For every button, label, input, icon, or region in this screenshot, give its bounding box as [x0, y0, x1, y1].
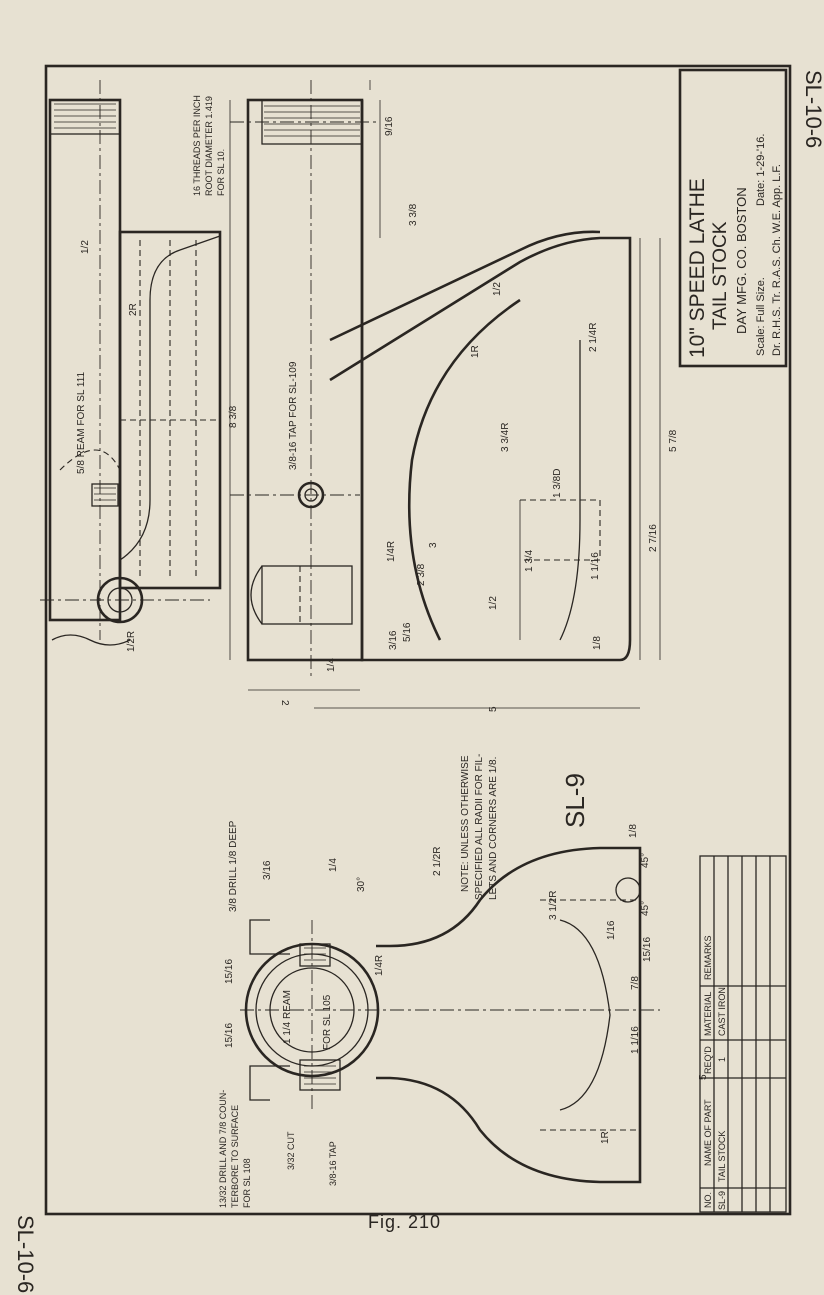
dim-8-3-8: 8 3/8 — [228, 405, 239, 428]
dim-2-1-4r: 2 1/4R — [588, 323, 599, 352]
dimension-lines — [229, 80, 661, 709]
dim-1-4: 1/4 — [326, 658, 337, 672]
svg-text:LETS AND CORNERS ARE 1/8.: LETS AND CORNERS ARE 1/8. — [488, 757, 499, 900]
dim-1-1-16: 1 1/16 — [590, 552, 601, 580]
svg-text:FOR SL 10.: FOR SL 10. — [216, 149, 226, 196]
svg-text:SPECIFIED ALL RADII FOR FIL-: SPECIFIED ALL RADII FOR FIL- — [474, 754, 485, 900]
dim-1-4-top: 1/4 — [328, 858, 339, 872]
table-header-material: MATERIAL — [703, 992, 713, 1036]
dim-15-16a: 15/16 — [224, 959, 235, 984]
dim-3-3-4r: 3 3/4R — [500, 423, 511, 452]
table-header-name: NAME OF PART — [703, 1099, 713, 1166]
dim-1-3-8d: 1 3/8D — [552, 469, 563, 498]
svg-text:ROOT DIAMETER 1.419: ROOT DIAMETER 1.419 — [204, 96, 214, 196]
side-label-top: SL-10-6 — [801, 70, 824, 148]
dim-3: 3 — [428, 542, 439, 548]
drill-counterbore-note: 13/32 DRILL AND 7/8 COUN- TERBORE TO SUR… — [218, 1090, 252, 1208]
dim-1-4r-bottom: 1/4R — [374, 955, 385, 976]
top-view — [40, 80, 222, 646]
dim-2-1-2r: 2 1/2R — [432, 847, 443, 876]
tap-note-top: 3/8-16 TAP FOR SL-109 — [288, 361, 299, 470]
title-line1: 10" SPEED LATHE — [686, 178, 709, 358]
dim-45b: 45° — [640, 901, 651, 916]
table-cell-no: SL-9 — [717, 1191, 727, 1210]
general-note: NOTE: UNLESS OTHERWISE SPECIFIED ALL RAD… — [460, 754, 499, 900]
dim-30: 30° — [356, 877, 367, 892]
dim-5-7-8: 5 7/8 — [668, 429, 679, 452]
svg-text:FOR SL 108: FOR SL 108 — [242, 1158, 252, 1208]
table-cell-material: CAST IRON — [717, 987, 727, 1036]
table-header-reqd: REQ'D — [703, 1046, 713, 1074]
dim-2-7-16: 2 7/16 — [648, 524, 659, 552]
dim-1-16: 1/16 — [606, 920, 617, 940]
dim-2: 2 — [279, 700, 290, 706]
dim-5: 5 — [488, 706, 499, 712]
table-cell-reqd: 1 — [717, 1057, 727, 1062]
svg-text:16 THREADS PER INCH: 16 THREADS PER INCH — [192, 95, 202, 196]
dim-9-16: 9/16 — [384, 116, 395, 136]
threads-note: 16 THREADS PER INCH ROOT DIAMETER 1.419 … — [192, 95, 226, 196]
tap-note-bottom: 3/8-16 TAP — [328, 1141, 338, 1186]
dim-1r: 1R — [470, 345, 481, 358]
dimension-texts: 1/2 2R 8 3/8 3 3/8 9/16 1/2 1R 2 1/4R 3 … — [80, 116, 709, 1144]
figure-caption: Fig. 210 — [368, 1212, 442, 1232]
company-name: DAY MFG. CO. BOSTON — [734, 187, 749, 334]
svg-text:TERBORE TO SURFACE: TERBORE TO SURFACE — [230, 1105, 240, 1208]
title-line2: TAIL STOCK — [710, 221, 731, 330]
ream-note-top: 5/8 REAM FOR SL 111 — [76, 371, 87, 474]
dim-1-2-mid: 1/2 — [488, 596, 499, 610]
cut-note: 3/32 CUT — [286, 1131, 296, 1170]
end-view — [240, 846, 660, 1184]
dim-1-8-small: 1/8 — [628, 824, 639, 838]
svg-text:NOTE: UNLESS OTHERWISE: NOTE: UNLESS OTHERWISE — [460, 755, 471, 892]
side-view — [230, 80, 632, 680]
drawing-border — [44, 64, 792, 1216]
dim-3-3-8: 3 3/8 — [408, 203, 419, 226]
table-header-no: NO. — [703, 1192, 713, 1208]
dim-1r-bottom: 1R — [600, 1131, 611, 1144]
svg-text:13/32 DRILL AND 7/8 COUN-: 13/32 DRILL AND 7/8 COUN- — [218, 1090, 228, 1208]
dim-7-8: 7/8 — [630, 976, 641, 990]
dim-2r-small: 2R — [128, 303, 139, 316]
dim-1-1-16b: 1 1/16 — [630, 1026, 641, 1054]
ream-bore-note: 1 1/4 REAM — [282, 990, 293, 1044]
dim-1-2r: 1/2R — [126, 631, 137, 652]
dim-3-16: 3/16 — [388, 630, 399, 650]
table-cell-name: TAIL STOCK — [717, 1131, 727, 1182]
title-block: 10" SPEED LATHE TAIL STOCK DAY MFG. CO. … — [678, 68, 788, 368]
dim-15-16b: 15/16 — [224, 1023, 235, 1048]
drill-deep-note: 3/8 DRILL 1/8 DEEP — [228, 820, 239, 912]
side-label-bottom: SL-10-6 — [13, 1215, 38, 1293]
dim-half-top: 1/2 — [80, 240, 91, 254]
dim-5-16: 5/16 — [402, 622, 413, 642]
dim-15-16c: 15/16 — [642, 937, 653, 962]
dim-1-2-top: 1/2 — [492, 282, 503, 296]
scale-note: Scale: Full Size. — [755, 277, 767, 356]
dim-2-3-8: 2 3/8 — [416, 563, 427, 586]
signatures: Dr. R.H.S. Tr. R.A.S. Ch. W.E. App. L.F. — [771, 164, 783, 356]
table-header-remarks: REMARKS — [703, 935, 713, 980]
ream-for-note: FOR SL 105 — [322, 994, 333, 1050]
dim-3-1-2r: 3 1/2R — [548, 891, 559, 920]
dim-5-bottom: 5 — [698, 1074, 709, 1080]
date-note: Date: 1-29-'16. — [755, 134, 767, 206]
dim-3-16-top: 3/16 — [262, 860, 273, 880]
part-label: SL-9 — [560, 773, 590, 828]
dim-1-3-4: 1 3/4 — [524, 549, 535, 572]
dim-1-8: 1/8 — [592, 636, 603, 650]
dim-45a: 45° — [640, 853, 651, 868]
parts-table: NO. NAME OF PART REQ'D MATERIAL REMARKS … — [699, 855, 787, 1213]
dim-1-4r: 1/4R — [386, 541, 397, 562]
